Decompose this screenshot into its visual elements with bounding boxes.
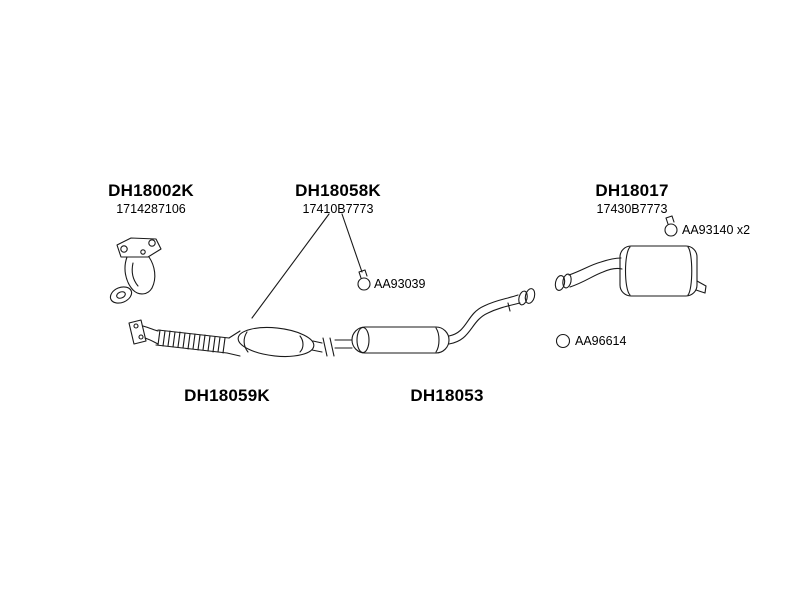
part-label-dh18059k: DH18059K [184,386,270,406]
rear-muffler-drawing [554,245,707,297]
leader-lines [251,213,363,319]
hose-clamp-icon [357,269,371,291]
part-label-dh18058k: DH18058K 17410B7773 [295,181,381,216]
part-label-dh18002k: DH18002K 1714287106 [108,181,194,216]
front-pipe-drawing [128,319,335,358]
fitting-label-aa93039: AA93039 [374,277,426,291]
manifold-catalyst-drawing [109,237,162,304]
oem-number: 1714287106 [116,202,186,216]
fitting-label-aa96614: AA96614 [575,334,627,348]
part-number: DH18058K [295,181,381,200]
part-number: DH18053 [410,386,484,405]
part-label-dh18053: DH18053 [410,386,483,406]
part-number: DH18002K [108,181,194,200]
oem-number: 17410B7773 [302,202,374,216]
gasket-ring-icon [555,333,571,349]
middle-silencer-drawing [334,288,536,354]
oem-number: 17430B7773 [596,202,668,216]
part-number: DH18059K [184,386,270,405]
part-label-dh18017: DH18017 17430B7773 [595,181,668,216]
fitting-label-aa93140: AA93140 x2 [682,223,751,237]
part-number: DH18017 [595,181,669,200]
hose-clamp-icon [664,215,678,237]
